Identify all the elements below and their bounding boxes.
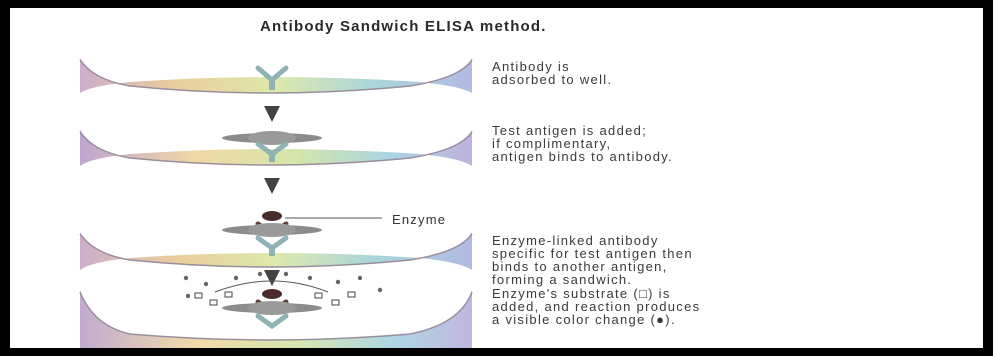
enzyme-label: Enzyme — [392, 212, 446, 227]
well-step-4 — [80, 290, 472, 348]
step-4-text: Enzyme's substrate (□) is added, and rea… — [492, 287, 700, 326]
well-step-3 — [80, 232, 472, 270]
step-3-text: Enzyme-linked antibody specific for test… — [492, 234, 693, 286]
step-text-line: a visible color change (●). — [492, 313, 700, 326]
step-text-line: forming a sandwich. — [492, 273, 693, 286]
arrow-down-icon — [264, 270, 280, 286]
figure-frame: Antibody Sandwich ELISA method. — [10, 8, 983, 348]
step-2-text: Test antigen is added; if complimentary,… — [492, 124, 673, 163]
arrow-down-icon — [264, 106, 280, 122]
step-1-text: Antibody is adsorbed to well. — [492, 60, 612, 86]
step-text-line: adsorbed to well. — [492, 73, 612, 86]
substrate-reaction-icon — [184, 272, 382, 326]
step-text-line: antigen binds to antibody. — [492, 150, 673, 163]
arrow-down-icon — [264, 178, 280, 194]
